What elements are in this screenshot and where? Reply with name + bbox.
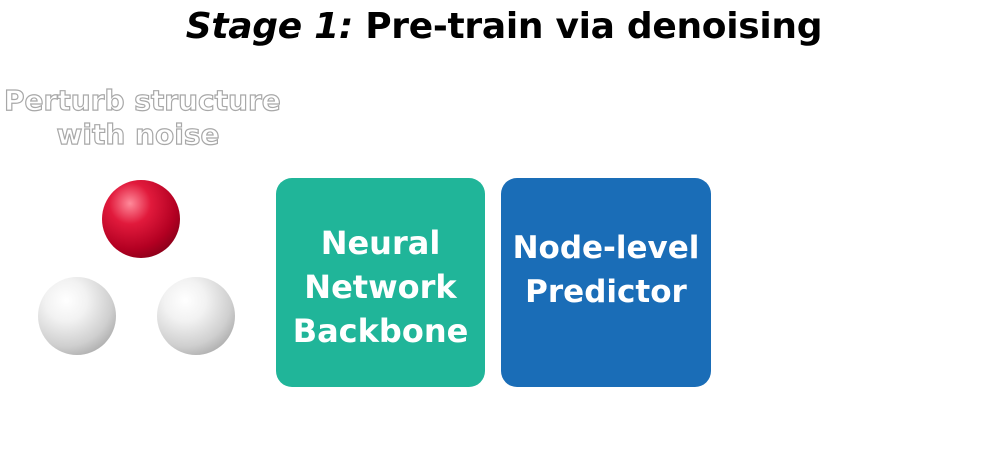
predictor-line-1: Node-level (512, 229, 700, 266)
perturb-label-line-1: Perturb structure (3, 83, 281, 117)
neural-network-backbone-box: Neural Network Backbone (276, 178, 485, 387)
node-level-predictor-box: Node-level Predictor (501, 178, 711, 387)
white-atom-right (157, 277, 235, 355)
perturb-label-line-2: with noise (56, 117, 220, 151)
red-atom (102, 180, 180, 258)
stage-label: Stage 1: (185, 6, 354, 47)
backbone-line-2: Network (304, 267, 457, 306)
predictor-line-2: Predictor (525, 273, 687, 310)
backbone-line-1: Neural (320, 223, 441, 262)
stage-description: Pre-train via denoising (365, 6, 823, 47)
diagram-title: Stage 1: Pre-train via denoising (0, 6, 1008, 47)
molecule-structure (30, 175, 250, 365)
white-atom-left (38, 277, 116, 355)
backbone-line-3: Backbone (292, 311, 469, 350)
perturb-label: Perturb structure with noise (3, 83, 281, 152)
